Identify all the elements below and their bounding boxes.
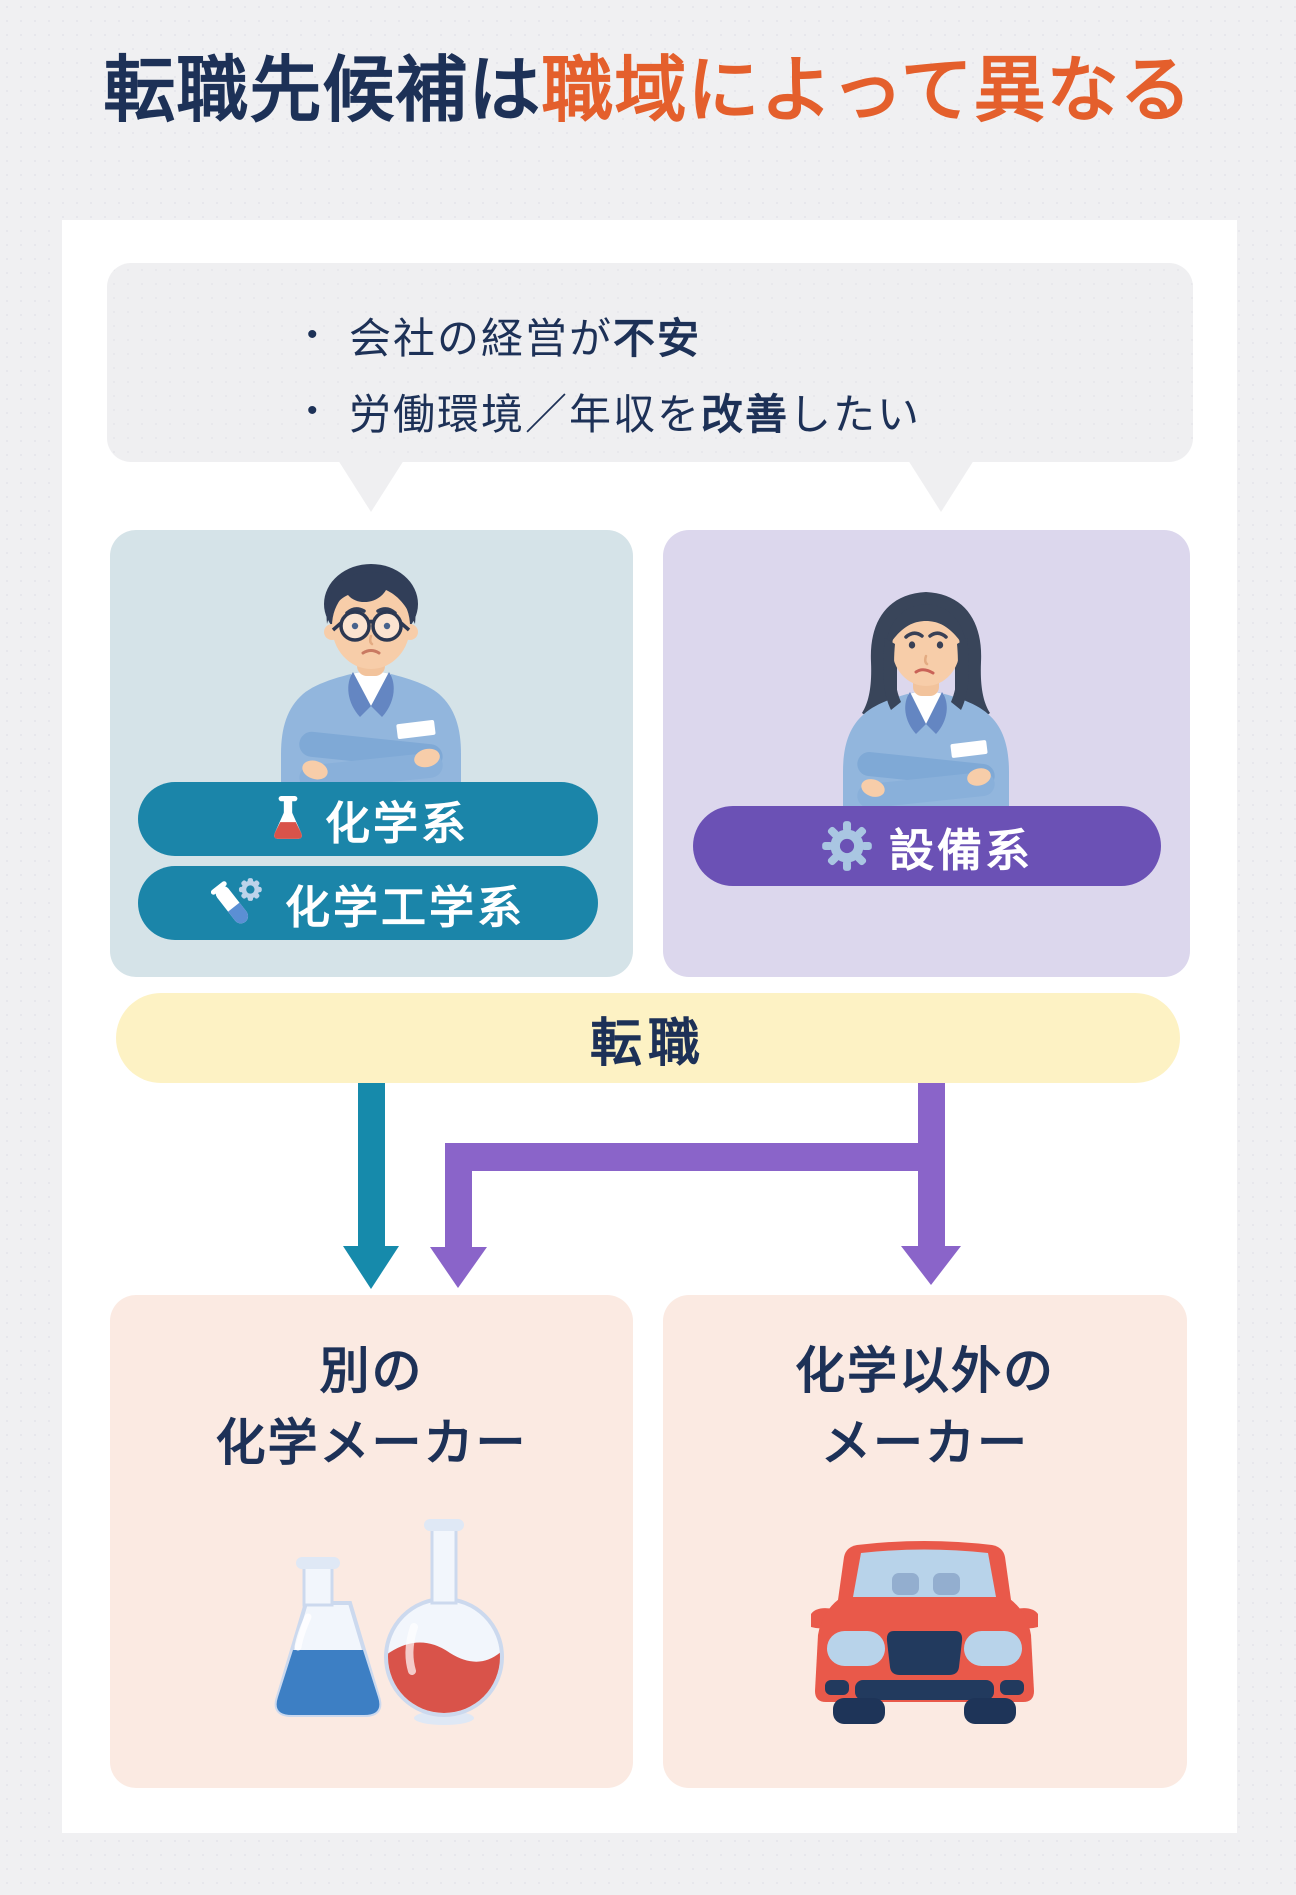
bullet-dot-icon: • <box>307 318 320 351</box>
bullet-2-text: 労働環境／年収を改善したい <box>349 381 921 442</box>
bubble-bullet-2: • 労働環境／年収を改善したい <box>303 373 921 449</box>
outcome-non-chemical-maker: 化学以外の メーカー <box>663 1295 1187 1788</box>
badge-chemistry-label: 化学系 <box>324 797 469 849</box>
female-worker-illustration <box>843 592 1009 808</box>
car-illustration <box>811 1541 1038 1724</box>
male-worker-illustration <box>281 564 461 792</box>
flask-icon <box>267 795 309 843</box>
transfer-bar-label: 転職 <box>589 1014 706 1073</box>
bubble-tail-right <box>908 460 974 512</box>
badge-chemistry: 化学系 <box>138 782 598 856</box>
transfer-bar: 転職 <box>116 993 1180 1083</box>
outcome-left-line2: 化学メーカー <box>215 1415 528 1471</box>
outcome-right-title: 化学以外の メーカー <box>663 1295 1187 1479</box>
badge-facilities: 設備系 <box>693 806 1161 886</box>
badge-chemical-engineering-label: 化学工学系 <box>284 881 525 933</box>
bullet-1-pre: 会社の経営が <box>349 314 614 362</box>
outcome-left-line1: 別の <box>319 1343 424 1399</box>
bubble-bullet-1: • 会社の経営が不安 <box>303 297 921 373</box>
outcome-right-line1: 化学以外の <box>795 1343 1055 1399</box>
diagram-card: • 会社の経営が不安 • 労働環境／年収を改善したい <box>62 220 1237 1833</box>
title-highlight: 職域によって異なる <box>541 51 1193 131</box>
title-prefix: 転職先候補は <box>103 51 542 131</box>
badge-facilities-label: 設備系 <box>888 824 1033 876</box>
outcome-other-chemical-maker: 別の 化学メーカー <box>110 1295 633 1788</box>
bubble-tail-left <box>338 460 404 512</box>
panel-facilities-worker: 設備系 <box>663 530 1190 977</box>
testtube-gear-icon <box>210 876 269 930</box>
panel-chemistry-worker: 化学系 <box>110 530 633 977</box>
page-title: 転職先候補は職域によって異なる <box>0 48 1296 134</box>
bullet-dot-icon: • <box>307 394 320 427</box>
speech-bubble: • 会社の経営が不安 • 労働環境／年収を改善したい <box>107 263 1193 462</box>
bubble-bullet-list: • 会社の経営が不安 • 労働環境／年収を改善したい <box>303 297 921 449</box>
bullet-2-post: したい <box>789 390 922 438</box>
bullet-2-pre: 労働環境／年収を <box>349 390 702 438</box>
flasks-illustration <box>274 1519 504 1725</box>
bullet-1-text: 会社の経営が不安 <box>349 305 701 366</box>
bullet-2-emphasis: 改善 <box>701 390 790 438</box>
badge-chemical-engineering: 化学工学系 <box>138 866 598 940</box>
bullet-1-emphasis: 不安 <box>613 314 702 362</box>
outcome-left-title: 別の 化学メーカー <box>110 1295 633 1479</box>
outcome-right-line2: メーカー <box>821 1415 1029 1471</box>
gear-icon <box>821 820 873 872</box>
